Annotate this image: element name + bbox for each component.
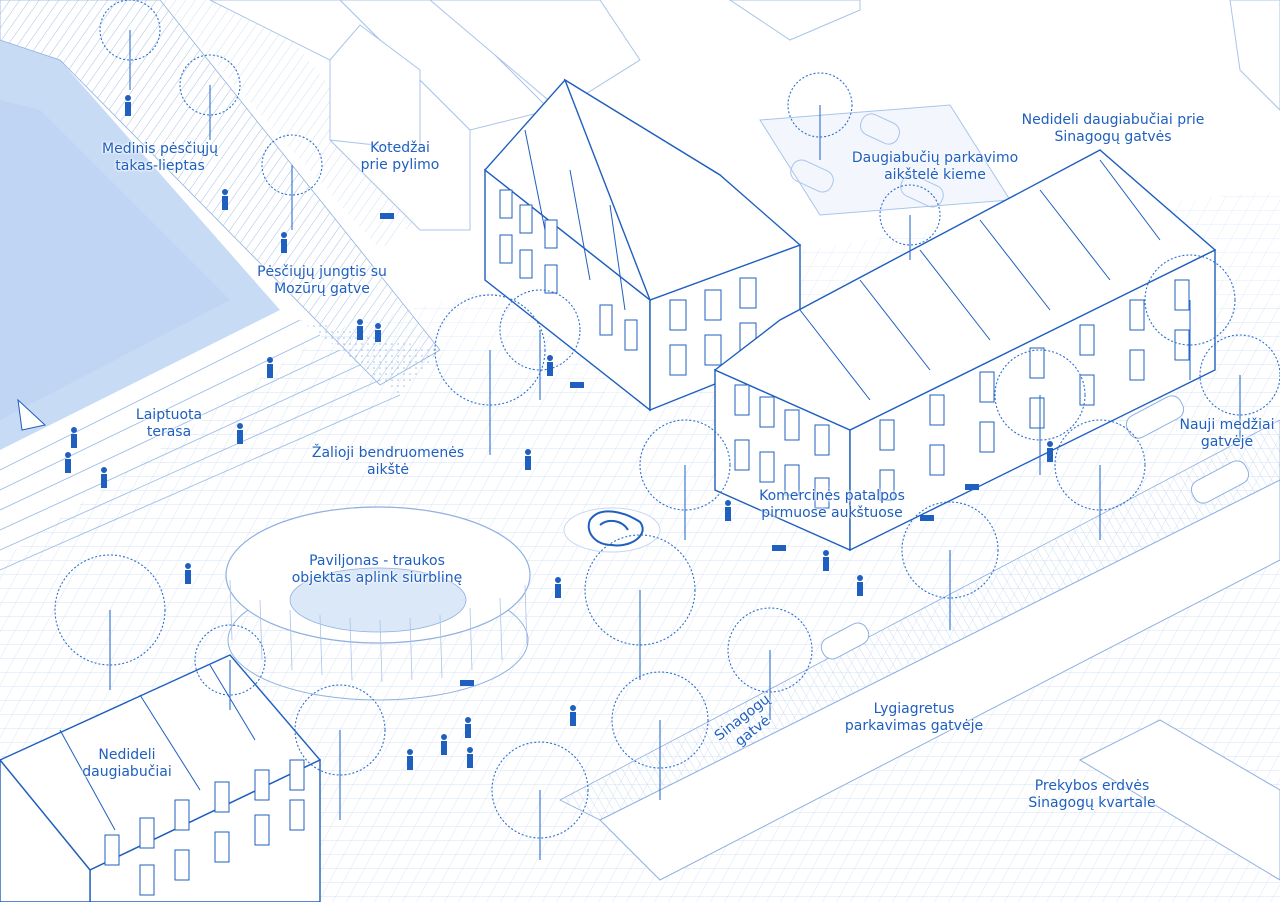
- bench-icon: [920, 515, 934, 521]
- apartment-building-center: [483, 78, 802, 412]
- wooden-boardwalk: [0, 0, 441, 386]
- person-icon: [570, 705, 576, 726]
- pavilion: [225, 506, 531, 701]
- person-icon: [357, 319, 363, 340]
- person-icon: [375, 323, 381, 342]
- bench-icon: [460, 680, 474, 686]
- people: [65, 95, 1053, 770]
- bench-icon: [570, 382, 584, 388]
- person-icon: [823, 550, 829, 571]
- tree-icon: [611, 671, 709, 800]
- tree-icon: [787, 72, 853, 160]
- person-icon: [281, 232, 287, 253]
- tree-icon: [294, 684, 386, 820]
- tree-icon: [1054, 419, 1146, 540]
- person-icon: [525, 449, 531, 470]
- bench-icon: [965, 484, 979, 490]
- bench-icon: [380, 213, 394, 219]
- person-icon: [125, 95, 131, 116]
- sail-icon: [17, 398, 47, 431]
- tree-icon: [179, 54, 241, 140]
- person-icon: [1047, 441, 1053, 462]
- tree-icon: [1144, 254, 1236, 380]
- person-icon: [555, 577, 561, 598]
- play-area: [563, 507, 661, 553]
- tree-icon: [54, 554, 166, 690]
- person-icon: [185, 563, 191, 584]
- river: [0, 40, 280, 450]
- tree-icon: [639, 419, 731, 540]
- apartment-building-right: [713, 149, 1217, 552]
- person-icon: [71, 427, 77, 448]
- tree-icon: [879, 184, 941, 260]
- person-icon: [65, 452, 71, 473]
- trees: [54, 0, 1280, 860]
- person-icon: [547, 355, 553, 376]
- tree-icon: [434, 294, 546, 455]
- stepped-terrace: [0, 319, 440, 571]
- person-icon: [222, 189, 228, 210]
- person-icon: [465, 717, 471, 738]
- person-icon: [441, 734, 447, 755]
- tree-icon: [99, 0, 161, 90]
- tree-icon: [194, 624, 266, 710]
- person-icon: [467, 747, 473, 768]
- tree-icon: [499, 289, 581, 400]
- person-icon: [725, 500, 731, 521]
- tree-icon: [994, 349, 1086, 475]
- person-icon: [267, 357, 273, 378]
- parking-court: [759, 104, 1011, 216]
- person-icon: [101, 467, 107, 488]
- tree-icon: [1199, 334, 1280, 440]
- apartment-building-bottom-left: [0, 654, 322, 902]
- tree-icon: [901, 501, 999, 630]
- person-icon: [857, 575, 863, 596]
- cottages: [209, 0, 1280, 231]
- bench-icon: [772, 545, 786, 551]
- person-icon: [237, 423, 243, 444]
- tree-icon: [584, 534, 696, 680]
- tree-icon: [727, 607, 813, 720]
- person-icon: [407, 749, 413, 770]
- tree-icon: [491, 741, 589, 860]
- tree-icon: [261, 134, 323, 230]
